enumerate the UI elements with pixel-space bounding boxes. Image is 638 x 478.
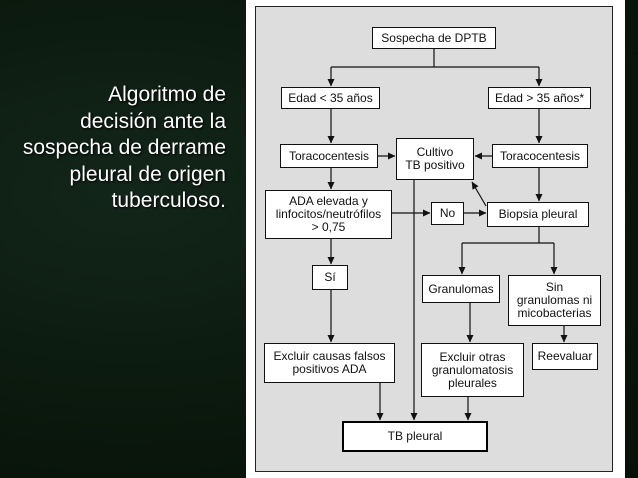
slide-title-line: decisión ante la xyxy=(80,109,226,133)
node-edad-menor-35: Edad < 35 años xyxy=(281,87,380,109)
slide-title: Algoritmo de decisión ante la sospecha d… xyxy=(4,82,226,215)
node-cultivo-tb-positivo: Cultivo TB positivo xyxy=(396,138,474,180)
node-reevaluar: Reevaluar xyxy=(532,343,598,370)
node-granulomas: Granulomas xyxy=(422,275,500,303)
node-sospecha-dptb: Sospecha de DPTB xyxy=(372,27,496,49)
node-no: No xyxy=(431,202,464,225)
slide-title-line: Algoritmo de xyxy=(108,83,226,106)
node-biopsia-pleural: Biopsia pleural xyxy=(487,202,589,227)
node-ada-elevada: ADA elevada y linfocitos/neutrófilos > 0… xyxy=(265,190,392,239)
node-si: Sí xyxy=(312,265,348,290)
slide-title-line: pleural de origen xyxy=(69,162,226,186)
node-excluir-otras-granulomatosis: Excluir otras granulomatosis pleurales xyxy=(421,343,524,397)
node-edad-mayor-35: Edad > 35 años* xyxy=(488,87,591,109)
slide-title-line: sospecha de derrame xyxy=(22,136,226,159)
connector-line xyxy=(471,181,487,207)
node-toracocentesis-left: Toracocentesis xyxy=(280,144,378,168)
node-excluir-falsos-positivos: Excluir causas falsos positivos ADA xyxy=(264,343,395,383)
slide-title-line: tuberculoso. xyxy=(111,189,226,212)
node-toracocentesis-right: Toracocentesis xyxy=(492,144,588,168)
node-tb-pleural: TB pleural xyxy=(342,421,488,452)
node-sin-granulomas: Sin granulomas ni micobacterias xyxy=(508,275,601,326)
